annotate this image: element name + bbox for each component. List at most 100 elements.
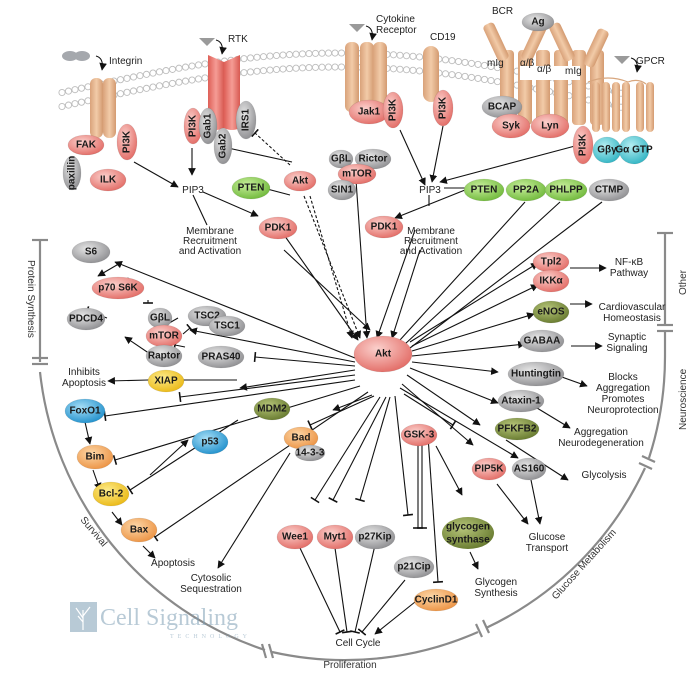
lipid-head (279, 51, 287, 59)
node-gab1[interactable]: Gab1 (198, 107, 218, 145)
node-label: Gab2 (218, 133, 229, 158)
lipid-head (461, 58, 469, 66)
node-label: Akt (292, 176, 309, 187)
edge (399, 387, 519, 459)
node-pi3k-gpcr[interactable]: PI3K (572, 125, 594, 165)
node-as160[interactable]: AS160 (511, 457, 547, 481)
edge (399, 129, 426, 186)
node-akt[interactable]: Akt (353, 335, 413, 373)
node-cyclind1[interactable]: CyclinD1 (413, 588, 459, 612)
node-pip5k[interactable]: PIP5K (471, 457, 507, 481)
node-tsc1[interactable]: TSC1 (208, 315, 246, 337)
blocks-aggregation-label: Neuroprotection (587, 405, 658, 416)
lipid-head (324, 49, 333, 57)
edge (103, 379, 356, 422)
node-raptor[interactable]: Raptor (145, 344, 183, 368)
edge (390, 249, 421, 339)
bcr-arm (583, 28, 609, 68)
node-gabaa[interactable]: GABAA (519, 329, 565, 353)
node-bax[interactable]: Bax (120, 517, 158, 543)
lipid-head (129, 87, 138, 95)
edge (409, 201, 603, 349)
node-ikka[interactable]: IKKα (532, 269, 570, 293)
node-pten-right[interactable]: PTEN (463, 178, 505, 202)
logo-subtext: TECHNOLOGY (170, 634, 251, 640)
node-gbl-top[interactable]: GβL (328, 149, 354, 169)
lipid-head (324, 63, 333, 71)
node-mtor-top[interactable]: mTOR (337, 163, 377, 185)
logo-text: Cell Signaling (100, 605, 238, 631)
node-label: Syk (502, 121, 520, 132)
node-fak[interactable]: FAK (67, 134, 105, 156)
node-pdk1-left[interactable]: PDK1 (258, 216, 298, 240)
node-gbl[interactable]: GβL (147, 307, 173, 329)
node-myt1[interactable]: Myt1 (316, 524, 354, 550)
node-p21cip[interactable]: p21Cip (393, 555, 435, 579)
node-pi3k-cd19[interactable]: PI3K (432, 89, 454, 127)
edge (411, 284, 539, 347)
receptor-cytokine-label: Cytokine (376, 14, 415, 25)
node-phlpp[interactable]: PHLPP (544, 178, 588, 202)
node-mtor[interactable]: mTOR (145, 324, 183, 348)
node-bcl2[interactable]: Bcl-2 (92, 481, 130, 507)
node-xiap[interactable]: XIAP (147, 369, 185, 393)
binding-arrow (95, 55, 107, 71)
node-label: p70 S6K (98, 283, 138, 294)
binding-arrow (215, 39, 227, 55)
node-ctmp[interactable]: CTMP (588, 178, 630, 202)
lipid-head (162, 81, 170, 89)
category-other: Other (678, 269, 689, 295)
node-ga[interactable]: Gα GTP (615, 135, 653, 165)
node-ilk[interactable]: ILK (89, 168, 127, 192)
node-pp2a[interactable]: PP2A (505, 178, 547, 202)
membrane-recruitment-label: and Activation (400, 246, 462, 257)
node-s6[interactable]: S6 (71, 240, 111, 264)
node-gab2[interactable]: Gab2 (213, 127, 233, 165)
node-label: Tpl2 (541, 257, 562, 268)
lipid-head (246, 68, 255, 76)
node-pdk1-right[interactable]: PDK1 (364, 215, 404, 239)
node-lyn[interactable]: Lyn (530, 113, 570, 139)
node-p1433[interactable]: 14-3-3 (294, 444, 326, 462)
node-pi3k-integrin[interactable]: PI3K (116, 123, 138, 161)
edge (411, 361, 499, 376)
cytokine-receptor-subunit (360, 42, 374, 112)
node-pras40[interactable]: PRAS40 (197, 345, 245, 369)
integrin-ligand-icon (74, 51, 90, 61)
node-label: IRS1 (241, 108, 252, 131)
node-mdm2[interactable]: MDM2 (253, 397, 291, 421)
lipid-head (331, 49, 339, 57)
node-pten-left[interactable]: PTEN (231, 176, 271, 200)
node-label: GβL (331, 154, 351, 165)
node-akt-small[interactable]: Akt (283, 170, 317, 192)
node-pfkfb2[interactable]: PFKFB2 (494, 417, 540, 441)
node-pdcd4[interactable]: PDCD4 (66, 307, 106, 331)
node-enos[interactable]: eNOS (532, 300, 570, 324)
lipid-head (162, 67, 170, 75)
node-sin1[interactable]: SIN1 (327, 179, 357, 201)
lipid-head (240, 55, 248, 63)
node-irs1[interactable]: IRS1 (235, 100, 257, 140)
node-p53[interactable]: p53 (191, 429, 229, 455)
node-label: PTEN (471, 185, 498, 196)
node-huntingtin[interactable]: Huntingtin (507, 361, 565, 387)
node-p70s6k[interactable]: p70 S6K (91, 276, 145, 300)
node-paxillin[interactable]: paxillin (62, 155, 82, 191)
binding-arrow (630, 57, 642, 73)
node-tpl2[interactable]: Tpl2 (532, 251, 570, 273)
node-pi3k-cyt[interactable]: PI3K (382, 91, 404, 129)
node-syk[interactable]: Syk (491, 113, 531, 139)
node-label: PDCD4 (69, 314, 103, 325)
lipid-head (467, 59, 476, 67)
lipid-head (123, 74, 131, 82)
node-foxo1[interactable]: FoxO1 (64, 398, 106, 424)
node-ataxin1[interactable]: Ataxin-1 (497, 389, 545, 413)
node-gsk3[interactable]: GSK-3 (400, 423, 438, 447)
edge (496, 483, 529, 525)
node-label: Raptor (148, 351, 180, 362)
node-bim[interactable]: Bim (76, 444, 114, 470)
node-p27kip[interactable]: p27Kip (354, 524, 396, 550)
node-ag[interactable]: Ag (521, 12, 555, 32)
node-wee1[interactable]: Wee1 (276, 524, 314, 550)
